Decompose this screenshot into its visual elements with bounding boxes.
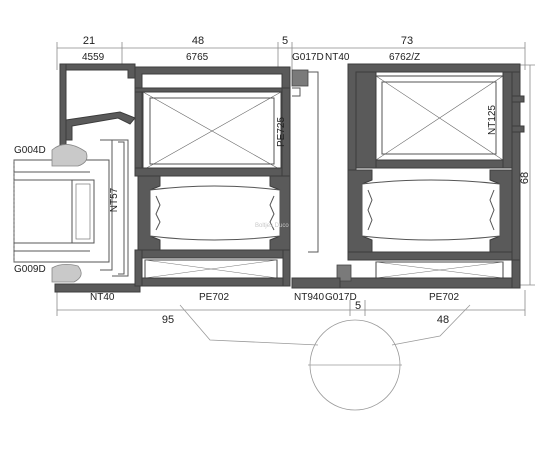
label-nt40-bottom: NT40 <box>90 292 115 303</box>
label-pe702-left: PE702 <box>199 292 229 303</box>
profile-nt940 <box>291 277 341 289</box>
small-clip-top <box>292 87 301 97</box>
left-insert <box>13 159 110 263</box>
label-g017d-bottom: G017D <box>325 292 357 303</box>
dim-top-21: 21 <box>83 35 95 47</box>
dim-right-68: 68 <box>519 172 531 184</box>
label-6762z: 6762/Z <box>389 52 420 63</box>
gasket-g017d-top <box>291 69 309 87</box>
label-nt125: NT125 <box>487 105 498 135</box>
dim-top-5: 5 <box>282 35 288 47</box>
label-nt40-top: NT40 <box>325 52 350 63</box>
label-g004d: G004D <box>14 145 46 156</box>
dim-bottom-48: 48 <box>437 314 449 326</box>
profile-nt57 <box>100 139 129 277</box>
dim-top-48: 48 <box>192 35 204 47</box>
label-nt57: NT57 <box>109 187 120 212</box>
hinge-detail <box>179 304 471 411</box>
gasket-g009d <box>51 264 82 283</box>
top-dimension-chain <box>56 42 526 70</box>
label-nt940: NT940 <box>294 292 324 303</box>
label-pe725: PE725 <box>276 117 287 147</box>
gasket-g017d-bottom <box>336 264 352 282</box>
label-4559: 4559 <box>82 52 105 63</box>
label-g009d: G009D <box>14 264 46 275</box>
label-6765: 6765 <box>186 52 209 63</box>
center-gap-profile <box>308 71 319 253</box>
dim-bottom-95: 95 <box>162 314 174 326</box>
dim-bottom-5: 5 <box>355 300 361 312</box>
middle-sash-profile <box>134 66 291 287</box>
label-g017d-top: G017D <box>292 52 324 63</box>
gasket-g004d <box>51 144 88 167</box>
watermark: Boltjes Duco <box>255 223 289 229</box>
label-pe702-right: PE702 <box>429 292 459 303</box>
dim-top-73: 73 <box>401 35 413 47</box>
bottom-dimension-chain <box>56 290 526 316</box>
right-frame-profile <box>339 63 525 289</box>
